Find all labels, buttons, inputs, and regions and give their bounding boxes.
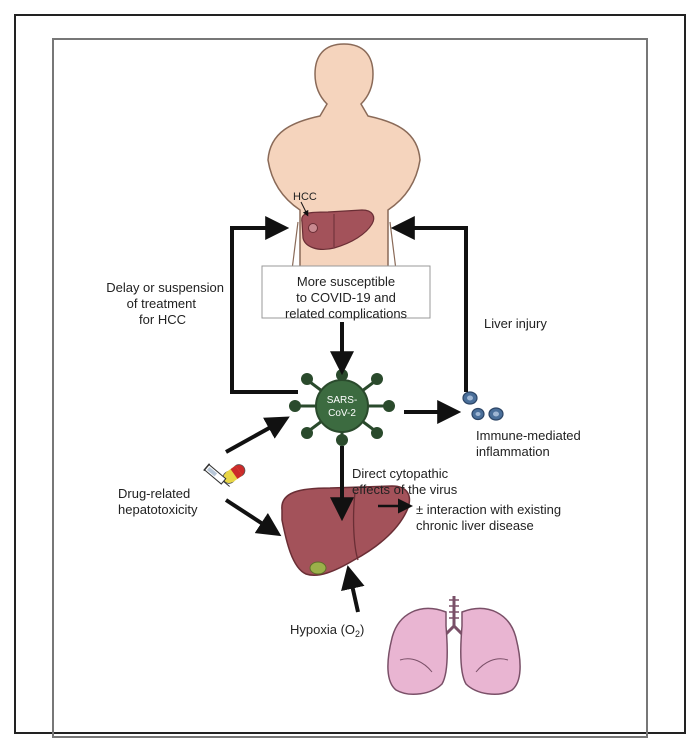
delay-label-3: for HCC	[139, 312, 186, 327]
delay-label-2: of treatment	[127, 296, 197, 311]
diagram-canvas: HCC More susceptible to COVID-19 and rel…	[0, 0, 700, 722]
lungs-icon	[388, 596, 520, 694]
drug-label-2: hepatotoxicity	[118, 502, 198, 517]
hypoxia-label: Hypoxia (O2)	[290, 622, 364, 639]
liver-injury-label: Liver injury	[484, 316, 547, 331]
arrow-hypoxia	[350, 576, 358, 612]
liver-icon	[282, 486, 410, 575]
immune-label-2: inflammation	[476, 444, 550, 459]
immune-label-1: Immune-mediated	[476, 428, 581, 443]
hcc-label: HCC	[293, 191, 317, 203]
virus-label-2: CoV-2	[328, 408, 356, 419]
susceptible-label-1: More susceptible	[297, 274, 395, 289]
drug-label-1: Drug-related	[118, 486, 190, 501]
arrow-drug-to-virus	[226, 422, 280, 452]
immune-cell-icon	[463, 392, 503, 420]
interaction-label-2: chronic liver disease	[416, 518, 534, 533]
direct-label-2: effects of the virus	[352, 482, 458, 497]
susceptible-label-3: related complications	[285, 306, 408, 321]
direct-label-1: Direct cytopathic	[352, 466, 449, 481]
interaction-label-1: ± interaction with existing	[416, 502, 561, 517]
susceptible-label-2: to COVID-19 and	[296, 290, 396, 305]
virus-label-1: SARS-	[327, 395, 358, 406]
arrow-drug-to-liver	[226, 500, 272, 530]
delay-label-1: Delay or suspension	[106, 280, 224, 295]
